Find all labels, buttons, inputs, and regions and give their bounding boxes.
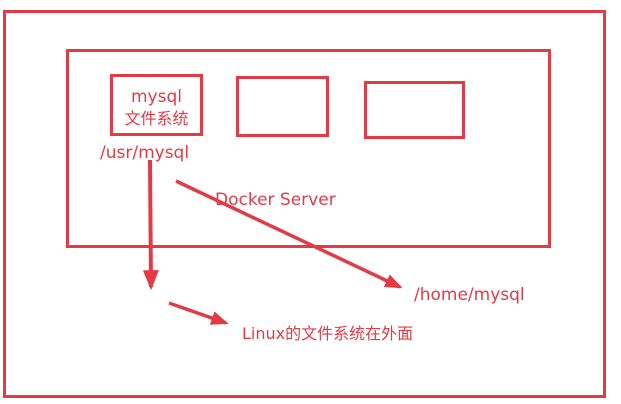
- mysql-container-box: [110, 74, 203, 136]
- down-arrow: [142, 159, 159, 291]
- docker-server-frame: [66, 49, 551, 248]
- container-box-3: [364, 81, 465, 139]
- host-filesystem-note: Linux的文件系统在外面: [242, 324, 414, 343]
- host-note-arrow: [168, 301, 229, 325]
- outer-frame: [3, 10, 606, 398]
- container-box-2: [236, 76, 329, 137]
- host-path-label: /home/mysql: [414, 285, 525, 305]
- container-path-label: /usr/mysql: [100, 143, 190, 163]
- mount-arrow: [175, 179, 403, 289]
- mysql-box-subtitle: 文件系统: [124, 109, 189, 128]
- mysql-box-title: mysql: [131, 87, 182, 107]
- docker-server-label: Docker Server: [215, 190, 336, 210]
